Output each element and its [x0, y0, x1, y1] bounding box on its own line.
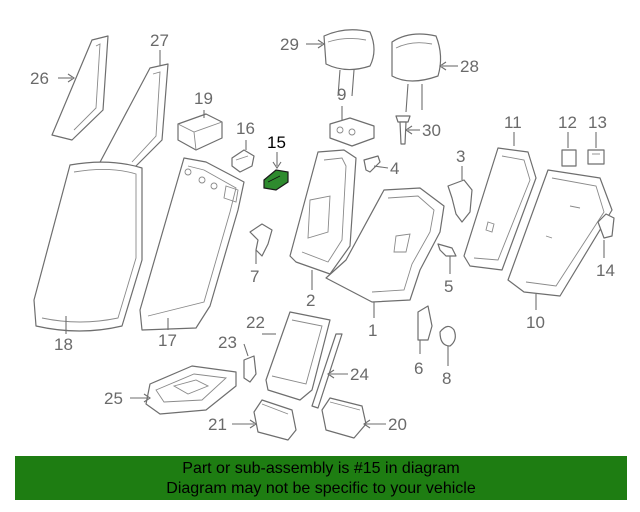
label-16[interactable]: 16: [236, 119, 255, 138]
part-4: [363, 155, 381, 173]
banner-line-2: Diagram may not be specific to your vehi…: [166, 480, 476, 497]
part-21: [253, 399, 297, 441]
label-20[interactable]: 20: [388, 415, 407, 434]
label-14[interactable]: 14: [596, 261, 615, 280]
label-13[interactable]: 13: [588, 113, 607, 132]
parts-diagram: 26 27 19 16 15 29 28 9 30 4 11 12 13 3 7…: [30, 29, 615, 441]
part-13: [587, 149, 605, 165]
label-7[interactable]: 7: [250, 267, 259, 286]
label-9[interactable]: 9: [337, 85, 346, 104]
label-1[interactable]: 1: [368, 321, 377, 340]
banner-line-1: Part or sub-assembly is #15 in diagram: [182, 460, 460, 477]
part-8: [439, 325, 456, 347]
label-17[interactable]: 17: [158, 331, 177, 350]
label-22[interactable]: 22: [246, 313, 265, 332]
part-2: [289, 149, 357, 275]
part-29: [323, 29, 375, 97]
part-28: [391, 33, 442, 113]
label-2[interactable]: 2: [306, 291, 315, 310]
label-21[interactable]: 21: [208, 415, 227, 434]
part-3: [447, 179, 473, 223]
part-11: [463, 147, 537, 271]
label-29[interactable]: 29: [280, 35, 299, 54]
label-6[interactable]: 6: [414, 359, 423, 378]
part-30: [395, 115, 411, 145]
part-27: [97, 63, 169, 173]
leader-lines: [58, 39, 605, 429]
part-19: [177, 113, 223, 151]
part-20: [321, 397, 367, 439]
label-26[interactable]: 26: [30, 69, 49, 88]
label-15[interactable]: 15: [267, 133, 286, 152]
label-30[interactable]: 30: [422, 121, 441, 140]
part-25: [145, 365, 237, 415]
part-1: [325, 187, 445, 303]
part-24: [311, 333, 343, 409]
callout-labels: 26 27 19 16 15 29 28 9 30 4 11 12 13 3 7…: [30, 31, 615, 434]
label-28[interactable]: 28: [460, 57, 479, 76]
part-10: [507, 169, 613, 297]
part-26: [51, 35, 109, 141]
label-11[interactable]: 11: [504, 113, 522, 132]
part-17: [139, 157, 245, 331]
label-12[interactable]: 12: [558, 113, 577, 132]
label-27[interactable]: 27: [150, 31, 169, 50]
part-9: [329, 117, 375, 147]
part-5: [437, 243, 457, 257]
label-4[interactable]: 4: [390, 159, 399, 178]
label-10[interactable]: 10: [526, 313, 545, 332]
part-12: [561, 149, 577, 167]
part-7: [249, 223, 273, 257]
label-8[interactable]: 8: [442, 369, 451, 388]
label-5[interactable]: 5: [444, 277, 453, 296]
fitment-notice-banner: Part or sub-assembly is #15 in diagram D…: [15, 456, 627, 500]
label-23[interactable]: 23: [218, 333, 237, 352]
part-16: [231, 149, 255, 173]
part-14: [597, 213, 615, 239]
label-19[interactable]: 19: [194, 89, 213, 108]
part-23: [243, 355, 257, 383]
part-15-highlighted[interactable]: [263, 169, 289, 191]
part-6: [417, 305, 433, 341]
label-18[interactable]: 18: [54, 335, 73, 354]
part-18: [33, 161, 143, 332]
part-22: [265, 311, 331, 401]
label-3[interactable]: 3: [456, 147, 465, 166]
label-25[interactable]: 25: [104, 389, 123, 408]
label-24[interactable]: 24: [350, 365, 369, 384]
